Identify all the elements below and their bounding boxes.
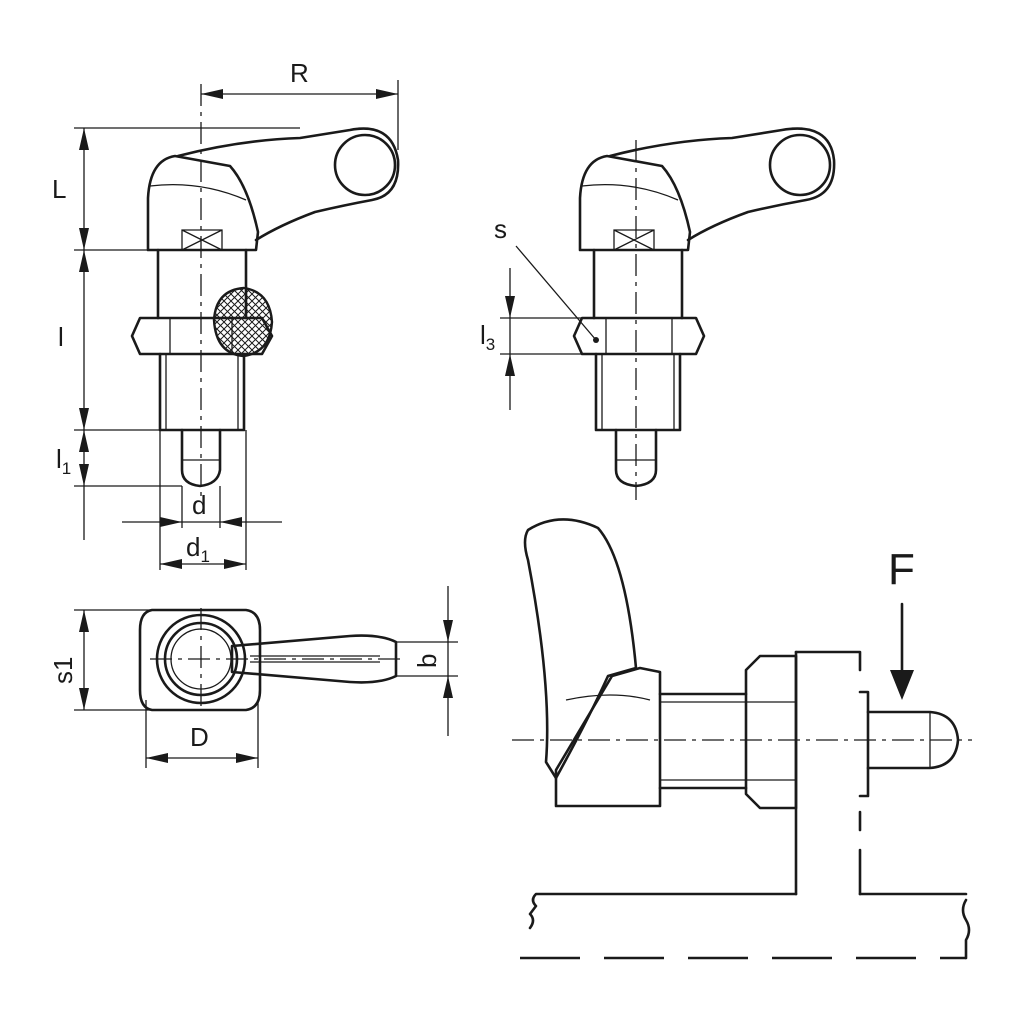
dim-label-l: l: [58, 322, 64, 352]
dim-label-l3: l3: [480, 320, 495, 354]
front-view-dimensioned: R L l l1 d d1: [52, 58, 400, 570]
dim-label-L: L: [52, 174, 66, 204]
dim-label-R: R: [290, 58, 309, 88]
dim-label-d1: d1: [186, 532, 210, 566]
dim-label-s1: s1: [48, 657, 78, 684]
dim-label-D: D: [190, 722, 209, 752]
mounted-view: F: [512, 518, 972, 960]
dim-label-d: d: [192, 490, 206, 520]
front-view-nut: s l3: [480, 127, 836, 500]
force-label-F: F: [888, 545, 915, 594]
top-view: s1 b D: [48, 586, 458, 768]
dim-label-b: b: [412, 654, 442, 668]
dim-label-s: s: [494, 214, 507, 244]
dim-label-l1: l1: [56, 444, 71, 478]
